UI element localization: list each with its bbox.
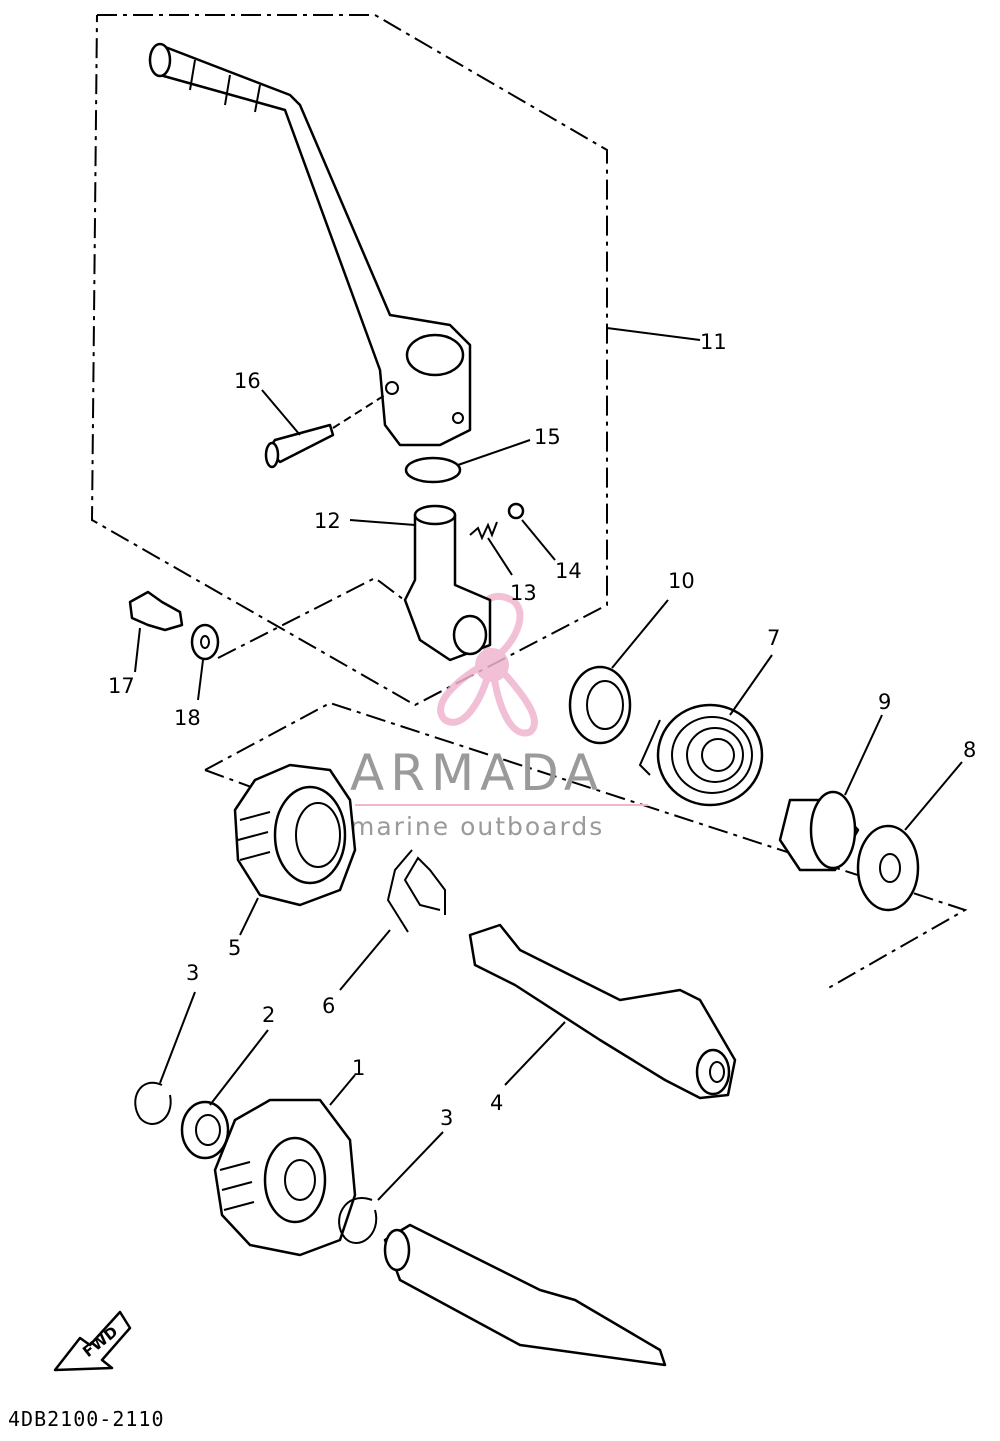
callout-2: 2 <box>262 1003 275 1027</box>
watermark-tagline: marine outboards <box>350 812 604 841</box>
callout-8: 8 <box>963 738 976 762</box>
watermark-brand: ARMADA marine outboards <box>350 744 648 841</box>
callout-13: 13 <box>510 581 537 605</box>
kick-gear-5 <box>233 763 357 907</box>
shaft <box>383 1223 667 1367</box>
callout-12: 12 <box>314 509 341 533</box>
callout-18: 18 <box>174 706 201 730</box>
o-ring-15 <box>404 456 462 484</box>
kick-crank-lever <box>148 42 472 447</box>
washer-2 <box>180 1100 230 1160</box>
callout-1: 1 <box>352 1056 365 1080</box>
assembly-boundary-11 <box>90 14 701 707</box>
bolt-16 <box>264 394 386 469</box>
callout-14: 14 <box>555 559 582 583</box>
clip-6 <box>386 849 446 933</box>
washer-18 <box>190 623 220 661</box>
circlip-3b <box>338 1197 378 1244</box>
spring-guide-9 <box>778 790 860 872</box>
fwd-arrow-icon: FWD <box>53 1310 132 1372</box>
bolt-17 <box>128 590 184 632</box>
washer-8 <box>856 824 920 912</box>
callout-17: 17 <box>108 674 135 698</box>
circlip-3a <box>134 1081 172 1125</box>
ball-14 <box>507 502 525 520</box>
callout-7: 7 <box>767 626 780 650</box>
torsion-spring-7 <box>638 703 764 807</box>
kick-crank-boss-12 <box>403 504 492 662</box>
diagram-code: 4DB2100-2110 <box>8 1407 165 1431</box>
callout-11: 11 <box>700 330 727 354</box>
callout-3a: 3 <box>186 961 199 985</box>
watermark-brand-text: ARMADA <box>350 744 604 802</box>
callout-6: 6 <box>322 994 335 1018</box>
kick-axle-4 <box>468 923 737 1100</box>
callout-5: 5 <box>228 936 241 960</box>
callout-4: 4 <box>490 1091 503 1115</box>
callout-9: 9 <box>878 690 891 714</box>
callout-16: 16 <box>234 369 261 393</box>
leader-lines <box>134 389 963 1201</box>
callout-3b: 3 <box>440 1106 453 1130</box>
oil-seal-10 <box>568 665 632 745</box>
callout-15: 15 <box>534 425 561 449</box>
kick-idle-gear-1 <box>213 1098 357 1257</box>
callout-labels: 11 16 15 12 13 14 10 7 9 8 17 18 5 6 3 2… <box>108 330 976 1130</box>
spring-13 <box>469 521 498 541</box>
callout-10: 10 <box>668 569 695 593</box>
